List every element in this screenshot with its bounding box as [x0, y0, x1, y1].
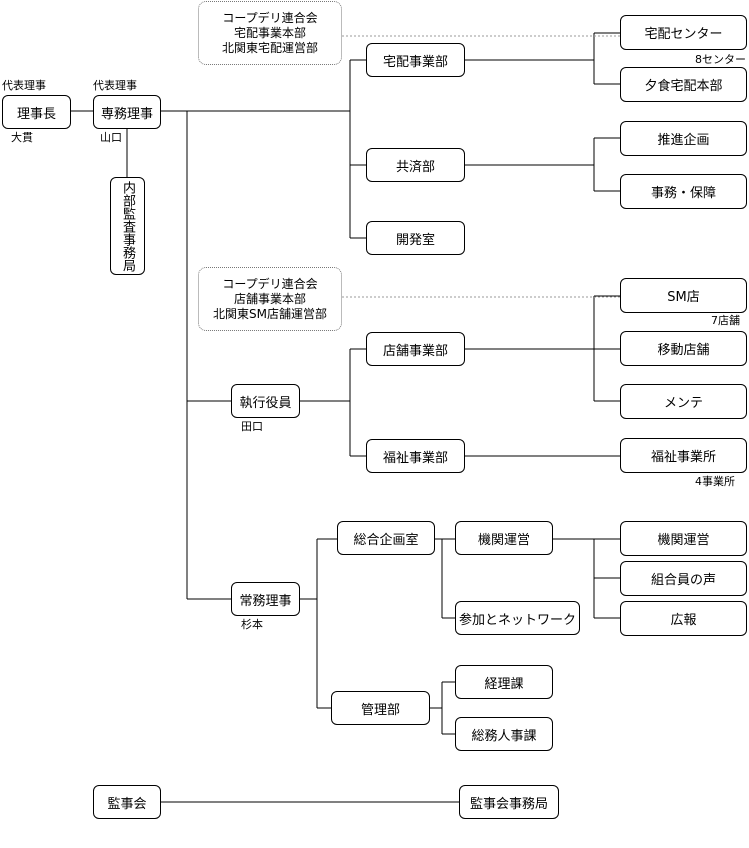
auditors-office-box: 監事会事務局 [459, 785, 559, 819]
promotion-planning-box: 推進企画 [620, 121, 747, 156]
welfare-office-box: 福祉事業所 [620, 438, 747, 473]
centers-count-label: 8センター [695, 53, 746, 66]
maintenance-box: メンテ [620, 384, 747, 419]
participation-network-box: 参加とネットワーク [455, 601, 580, 635]
note-line: コープデリ連合会 [222, 276, 318, 291]
mutual-aid-division-box: 共済部 [366, 148, 465, 182]
internal-audit-box: 内部監査事務局 [110, 177, 145, 275]
managing-director-box: 常務理事 [231, 582, 300, 616]
chairman-box: 理事長 [2, 95, 71, 129]
executive-officer-box: 執行役員 [231, 384, 300, 418]
mobile-store-box: 移動店舗 [620, 331, 747, 366]
note-line: 宅配事業本部 [233, 25, 306, 40]
chairman-role-label: 代表理事 [2, 79, 46, 92]
member-voice-box: 組合員の声 [620, 561, 747, 596]
director-role-label: 代表理事 [93, 79, 137, 92]
senior-director-box: 専務理事 [93, 95, 161, 129]
managing-name-label: 杉本 [241, 618, 263, 631]
accounting-section-box: 経理課 [455, 665, 553, 699]
org-management-mid-box: 機関運営 [455, 521, 553, 555]
office-security-box: 事務・保障 [620, 174, 747, 209]
store-division-box: 店舗事業部 [366, 332, 465, 366]
sm-store-box: SM店 [620, 278, 747, 313]
administration-division-box: 管理部 [331, 691, 430, 725]
stores-count-label: 7店舗 [711, 314, 740, 327]
note-line: 北関東SM店舗運営部 [213, 306, 327, 321]
welfare-division-box: 福祉事業部 [366, 439, 465, 473]
note-line: 店舗事業本部 [233, 291, 306, 306]
chairman-name-label: 大貫 [11, 131, 33, 144]
org-management-box: 機関運営 [620, 521, 747, 556]
director-name-label: 山口 [100, 131, 122, 144]
public-relations-box: 広報 [620, 601, 747, 636]
delivery-center-box: 宅配センター [620, 15, 747, 50]
delivery-hq-note: コープデリ連合会 宅配事業本部 北関東宅配運営部 [198, 1, 342, 65]
note-line: 北関東宅配運営部 [221, 40, 318, 55]
delivery-division-box: 宅配事業部 [366, 43, 465, 77]
note-line: コープデリ連合会 [222, 10, 318, 25]
planning-office-box: 総合企画室 [337, 521, 435, 555]
dinner-delivery-hq-box: 夕食宅配本部 [620, 67, 747, 102]
offices-count-label: 4事業所 [695, 475, 735, 488]
board-of-auditors-box: 監事会 [93, 785, 161, 819]
development-office-box: 開発室 [366, 221, 465, 255]
store-hq-note: コープデリ連合会 店舗事業本部 北関東SM店舗運営部 [198, 267, 342, 331]
exec-name-label: 田口 [241, 420, 263, 433]
general-affairs-hr-box: 総務人事課 [455, 717, 553, 751]
